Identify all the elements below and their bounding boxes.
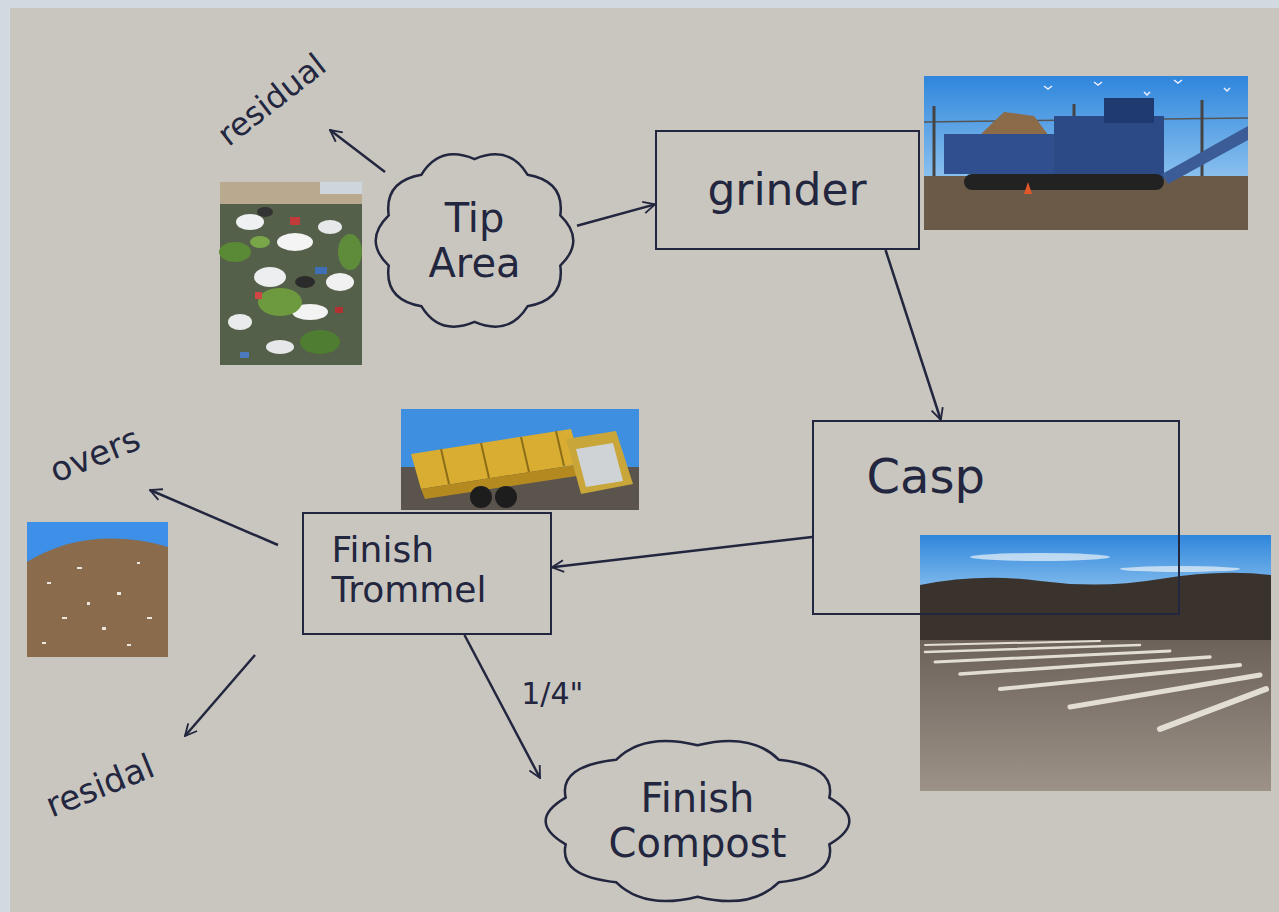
greenery: [250, 236, 270, 248]
compost-berm: [920, 573, 1271, 647]
process-cloud: Finish Compost: [540, 735, 855, 907]
debris: [257, 207, 273, 217]
birds: [1044, 80, 1230, 95]
speck: [102, 627, 106, 630]
traffic-cone: [1024, 182, 1032, 194]
speck: [62, 617, 67, 619]
debris: [326, 273, 354, 291]
aeration-pad: [920, 640, 1271, 791]
debris: [295, 276, 315, 288]
loader-bucket: [566, 431, 633, 494]
process-box: grinder: [655, 130, 920, 250]
casp-photo: [920, 535, 1271, 791]
paper-ground: [10, 8, 1279, 912]
debris: [318, 220, 342, 234]
cloud-wisp: [1120, 566, 1240, 572]
text-block: Tip Area: [410, 196, 540, 286]
pipe: [925, 641, 1100, 645]
trommel-photo: [401, 409, 639, 510]
debris: [254, 267, 286, 287]
speck: [47, 582, 51, 584]
text-block: Finish Trommel: [332, 530, 522, 611]
text-block: Finish Compost: [595, 776, 800, 866]
speck: [42, 642, 46, 644]
grinder-photo: [924, 76, 1248, 230]
flow-arrow: [552, 537, 812, 567]
grinder-tracks: [964, 174, 1164, 190]
greenery: [338, 234, 362, 270]
debris: [277, 233, 313, 251]
pile-speckles: [42, 562, 152, 646]
photo-ground: [220, 182, 362, 365]
node-label: Tip Area: [410, 196, 540, 286]
greenery: [258, 288, 302, 316]
text-block: Casp: [867, 450, 985, 504]
overs-photo: [27, 522, 168, 657]
node-label: Finish Compost: [595, 776, 800, 866]
debris: [228, 314, 252, 330]
flow-arrow: [886, 250, 941, 420]
wood-pile: [979, 112, 1049, 136]
fence-post: [933, 106, 936, 176]
node-label: Finish Trommel: [332, 530, 522, 611]
photo-sand: [220, 182, 362, 204]
debris: [255, 292, 262, 299]
bucket-inside: [576, 443, 623, 487]
output-label: overs: [45, 420, 146, 490]
output-label: residual: [211, 47, 333, 153]
greenery: [219, 242, 251, 262]
aeration-pipes: [925, 641, 1266, 729]
grinder-conveyor: [1162, 126, 1248, 184]
overs-pile: [27, 539, 168, 657]
pipe: [1160, 689, 1266, 729]
cloud-outline-path: [376, 154, 574, 326]
debris: [335, 307, 343, 313]
debris: [236, 214, 264, 230]
cloud-wisp: [970, 553, 1110, 561]
speck: [117, 592, 121, 595]
cloud-outline-path: [546, 741, 850, 901]
speck: [137, 562, 140, 564]
flow-arrow: [577, 204, 655, 225]
wheel: [470, 486, 492, 508]
node-label: Casp: [867, 450, 985, 504]
node-label: grinder: [707, 165, 866, 214]
grinder-top: [1104, 98, 1154, 123]
process-cloud: Tip Area: [372, 148, 577, 333]
grinder-hopper: [944, 134, 1056, 174]
output-label: residal: [41, 747, 160, 824]
debris: [290, 217, 300, 225]
debris: [315, 267, 327, 274]
photo-sky: [320, 182, 362, 194]
debris: [266, 340, 294, 354]
process-box: Finish Trommel: [302, 512, 552, 635]
pipe: [925, 645, 1140, 652]
text-block: grinder: [707, 165, 866, 214]
process-box: Casp: [812, 420, 1180, 615]
greenery: [300, 330, 340, 354]
output-arrow: [330, 130, 385, 172]
speck: [87, 602, 90, 605]
speck: [77, 567, 82, 569]
output-arrow: [185, 655, 255, 736]
grinder-engine: [1054, 116, 1164, 181]
wheel: [495, 486, 517, 508]
speck: [147, 617, 152, 619]
speck: [127, 644, 131, 646]
pipe: [935, 651, 1170, 662]
tip-photo: [219, 182, 362, 365]
size-label: 1/4": [518, 676, 586, 709]
debris: [240, 352, 249, 358]
output-arrow: [150, 490, 278, 545]
